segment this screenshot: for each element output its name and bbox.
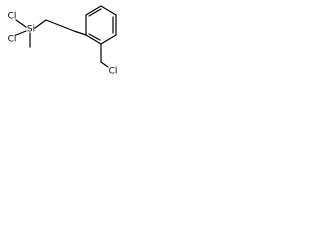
bond-si-cl-top [15,19,27,28]
bond-si-cl-left [15,30,27,36]
bond-ch2-ch2 [45,19,75,32]
bond-ch2-ring [73,30,87,36]
bond-lines [15,5,117,68]
atom-label-si: Si [27,25,35,35]
ring-double-bond-top [88,8,102,17]
structure-drawing: Cl Cl Si Cl [8,5,118,77]
bond-ch2-cl [100,61,109,68]
atom-label-cl-benzyl: Cl [109,67,118,77]
ring-bond-6 [85,34,102,45]
ring-bond-3 [100,5,117,16]
ring-double-bond-bottom [88,33,101,41]
atom-label-cl-left: Cl [8,35,17,45]
bond-si-ch2 [34,19,47,29]
ring-bond-5 [100,34,117,45]
ring-bond-2 [85,5,102,16]
chemical-structure-figure: Cl Cl Si Cl [0,0,120,81]
atom-label-cl-top: Cl [8,12,17,22]
